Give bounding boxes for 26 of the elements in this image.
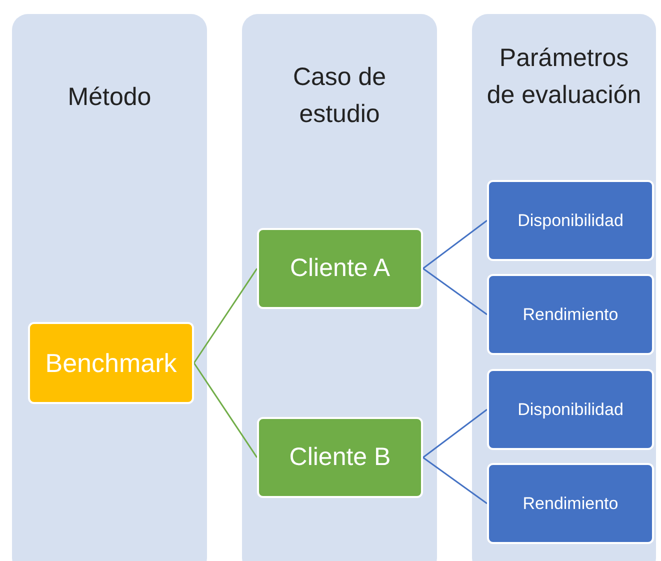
connector-line xyxy=(422,268,488,316)
connector-line xyxy=(193,362,258,458)
case-box xyxy=(257,417,423,498)
box-label: Rendimiento xyxy=(522,304,618,324)
box-label: Benchmark xyxy=(45,348,177,378)
parameter-box xyxy=(487,274,654,355)
column-heading: Método xyxy=(66,82,152,113)
connector-line xyxy=(422,220,488,270)
column-band xyxy=(472,14,656,561)
case-box xyxy=(257,228,423,309)
column-heading: Parámetros de evaluación xyxy=(486,43,642,111)
column-band xyxy=(12,14,207,561)
connector-line xyxy=(422,456,488,504)
parameter-box xyxy=(487,180,654,261)
method-box xyxy=(28,322,194,404)
column-heading: Caso de estudio xyxy=(292,62,388,130)
connector-line xyxy=(422,408,488,458)
box-label: Cliente B xyxy=(289,443,391,472)
box-label: Disponibilidad xyxy=(518,400,624,420)
column-band xyxy=(242,14,437,561)
parameter-box xyxy=(487,369,654,450)
connector-line xyxy=(193,268,258,364)
box-label: Rendimiento xyxy=(522,494,618,514)
parameter-box xyxy=(487,463,654,544)
box-label: Cliente A xyxy=(290,254,390,283)
box-label: Disponibilidad xyxy=(518,210,624,230)
